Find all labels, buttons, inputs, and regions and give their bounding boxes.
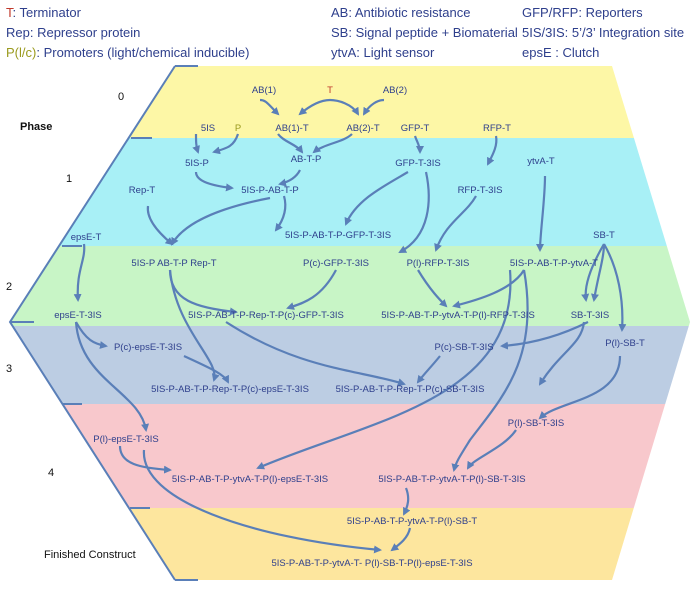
phase-ticks xyxy=(10,65,198,581)
node-ab1-t: AB(1)-T xyxy=(275,123,308,134)
node-gfp-t: GFP-T xyxy=(401,123,430,134)
band-phase-1 xyxy=(10,138,690,246)
node-ab1: AB(1) xyxy=(252,85,276,96)
node-sb-t: SB-T xyxy=(593,230,615,241)
legend-text-antibiotic: : Antibiotic resistance xyxy=(348,5,471,20)
legend-item-antibiotic: AB: Antibiotic resistance xyxy=(331,5,470,20)
legend-item-signal-peptide: SB: Signal peptide + Biomaterial xyxy=(331,25,518,40)
phase-label-2: 2 xyxy=(6,281,12,293)
legend-item-integration-site: 5IS/3IS: 5’/3’ Integration site xyxy=(522,25,684,40)
node-terminator: T xyxy=(327,85,333,96)
legend-key-repressor: Rep xyxy=(6,25,30,40)
legend-key-reporters: GFP/RFP xyxy=(522,5,579,20)
node-final-construct: 5IS-P-AB-T-P-ytvA-T- P(l)-SB-T-P(l)-epsE… xyxy=(271,558,472,569)
node-ytva-sbt-construct: 5IS-P-AB-T-P-ytvA-T-P(l)-SB-T xyxy=(347,516,478,527)
node-pc-epse-t-3is: P(c)-epsE-T-3IS xyxy=(114,342,182,353)
legend-text-light-sensor: : Light sensor xyxy=(356,45,435,60)
assembly-arrows xyxy=(73,98,627,554)
construct-nodes: AB(1) T AB(2) 5IS P AB(1)-T AB(2)-T GFP-… xyxy=(54,85,645,569)
legend-item-clutch: epsE : Clutch xyxy=(522,45,599,60)
legend-item-repressor: Rep: Repressor protein xyxy=(6,25,140,40)
node-rfp-t: RFP-T xyxy=(483,123,511,134)
legend-item-promoters: P(l/c): Promoters (light/chemical induci… xyxy=(6,45,249,60)
band-phase-2 xyxy=(10,246,690,326)
legend-item-terminator: T: Terminator xyxy=(6,5,81,20)
node-rep-sb-construct: 5IS-P-AB-T-P-Rep-T-P(c)-SB-T-3IS xyxy=(336,384,485,395)
node-5is-p-ab-t-p-rep-t: 5IS-P AB-T-P Rep-T xyxy=(131,258,216,269)
node-rfp-t-3is: RFP-T-3IS xyxy=(458,185,503,196)
legend-text-signal-peptide: : Signal peptide + Biomaterial xyxy=(348,25,518,40)
node-5is-p-ab-t-p: 5IS-P-AB-T-P xyxy=(241,185,299,196)
node-pl-epse-t-3is: P(l)-epsE-T-3IS xyxy=(93,434,158,445)
node-sb-t-3is: SB-T-3IS xyxy=(571,310,610,321)
band-phase-4 xyxy=(10,404,690,508)
node-rep-t: Rep-T xyxy=(129,185,156,196)
node-ab-t-p: AB-T-P xyxy=(291,154,322,165)
phase-label-0: 0 xyxy=(118,91,124,103)
node-5is-p-ab-t-p-gfp-t-3is: 5IS-P-AB-T-P-GFP-T-3IS xyxy=(285,230,391,241)
node-epse-t-3is: epsE-T-3IS xyxy=(54,310,102,321)
node-ytva-rfp-construct: 5IS-P-AB-T-P-ytvA-T-P(l)-RFP-T-3IS xyxy=(381,310,535,321)
node-rep-gfp-construct: 5IS-P-AB-T-P-Rep-T-P(c)-GFP-T-3IS xyxy=(188,310,344,321)
legend-item-light-sensor: ytvA: Light sensor xyxy=(331,45,434,60)
node-ytva-t: ytvA-T xyxy=(527,156,555,167)
legend-key-antibiotic: AB xyxy=(331,5,349,20)
phase-label-1: 1 xyxy=(66,173,72,185)
node-ytva-sb-construct: 5IS-P-AB-T-P-ytvA-T-P(l)-SB-T-3IS xyxy=(378,474,525,485)
legend-key-clutch: epsE xyxy=(522,45,552,60)
legend-key-promoters: P(l/c) xyxy=(6,45,37,60)
node-promoter: P xyxy=(235,123,241,134)
node-pl-rfp-t-3is: P(l)-RFP-T-3IS xyxy=(407,258,470,269)
legend-text-terminator: : Terminator xyxy=(12,5,81,20)
legend-text-integration-site: : 5’/3’ Integration site xyxy=(564,25,685,40)
legend-text-clutch: : Clutch xyxy=(551,45,600,60)
node-pl-sb-t-3is: P(l)-SB-T-3IS xyxy=(508,418,564,429)
legend-key-signal-peptide: SB xyxy=(331,25,349,40)
legend-key-light-sensor: ytvA xyxy=(331,45,357,60)
legend-item-reporters: GFP/RFP: Reporters xyxy=(522,5,643,20)
legend-key-integration-site: 5IS/3IS xyxy=(522,25,565,40)
phase-label-finished: Finished Construct xyxy=(44,549,136,561)
node-pc-sb-t-3is: P(c)-SB-T-3IS xyxy=(434,342,493,353)
legend-text-reporters: : Reporters xyxy=(578,5,643,20)
node-rep-epse-construct: 5IS-P-AB-T-P-Rep-T-P(c)-epsE-T-3IS xyxy=(151,384,309,395)
legend-text-promoters: : Promoters (light/chemical inducible) xyxy=(36,45,250,60)
legend-text-repressor: : Repressor protein xyxy=(29,25,141,40)
phase-label-3: 3 xyxy=(6,363,12,375)
legend-key-terminator: T xyxy=(6,5,13,20)
node-pc-gfp-t-3is: P(c)-GFP-T-3IS xyxy=(303,258,369,269)
node-ab2: AB(2) xyxy=(383,85,407,96)
node-5is-p-ab-t-p-ytva-t: 5IS-P-AB-T-P-ytvA-T xyxy=(510,258,598,269)
node-ytva-epse-construct: 5IS-P-AB-T-P-ytvA-T-P(l)-epsE-T-3IS xyxy=(172,474,328,485)
node-5is-p: 5IS-P xyxy=(185,158,209,169)
phase-label-4: 4 xyxy=(48,467,54,479)
node-5is: 5IS xyxy=(201,123,215,134)
node-ab2-t: AB(2)-T xyxy=(346,123,379,134)
node-epse-t: epsE-T xyxy=(71,232,102,243)
node-gfp-t-3is: GFP-T-3IS xyxy=(395,158,440,169)
phase-bands xyxy=(10,66,690,580)
phase-title: Phase xyxy=(20,121,52,133)
node-pl-sb-t: P(l)-SB-T xyxy=(605,338,645,349)
